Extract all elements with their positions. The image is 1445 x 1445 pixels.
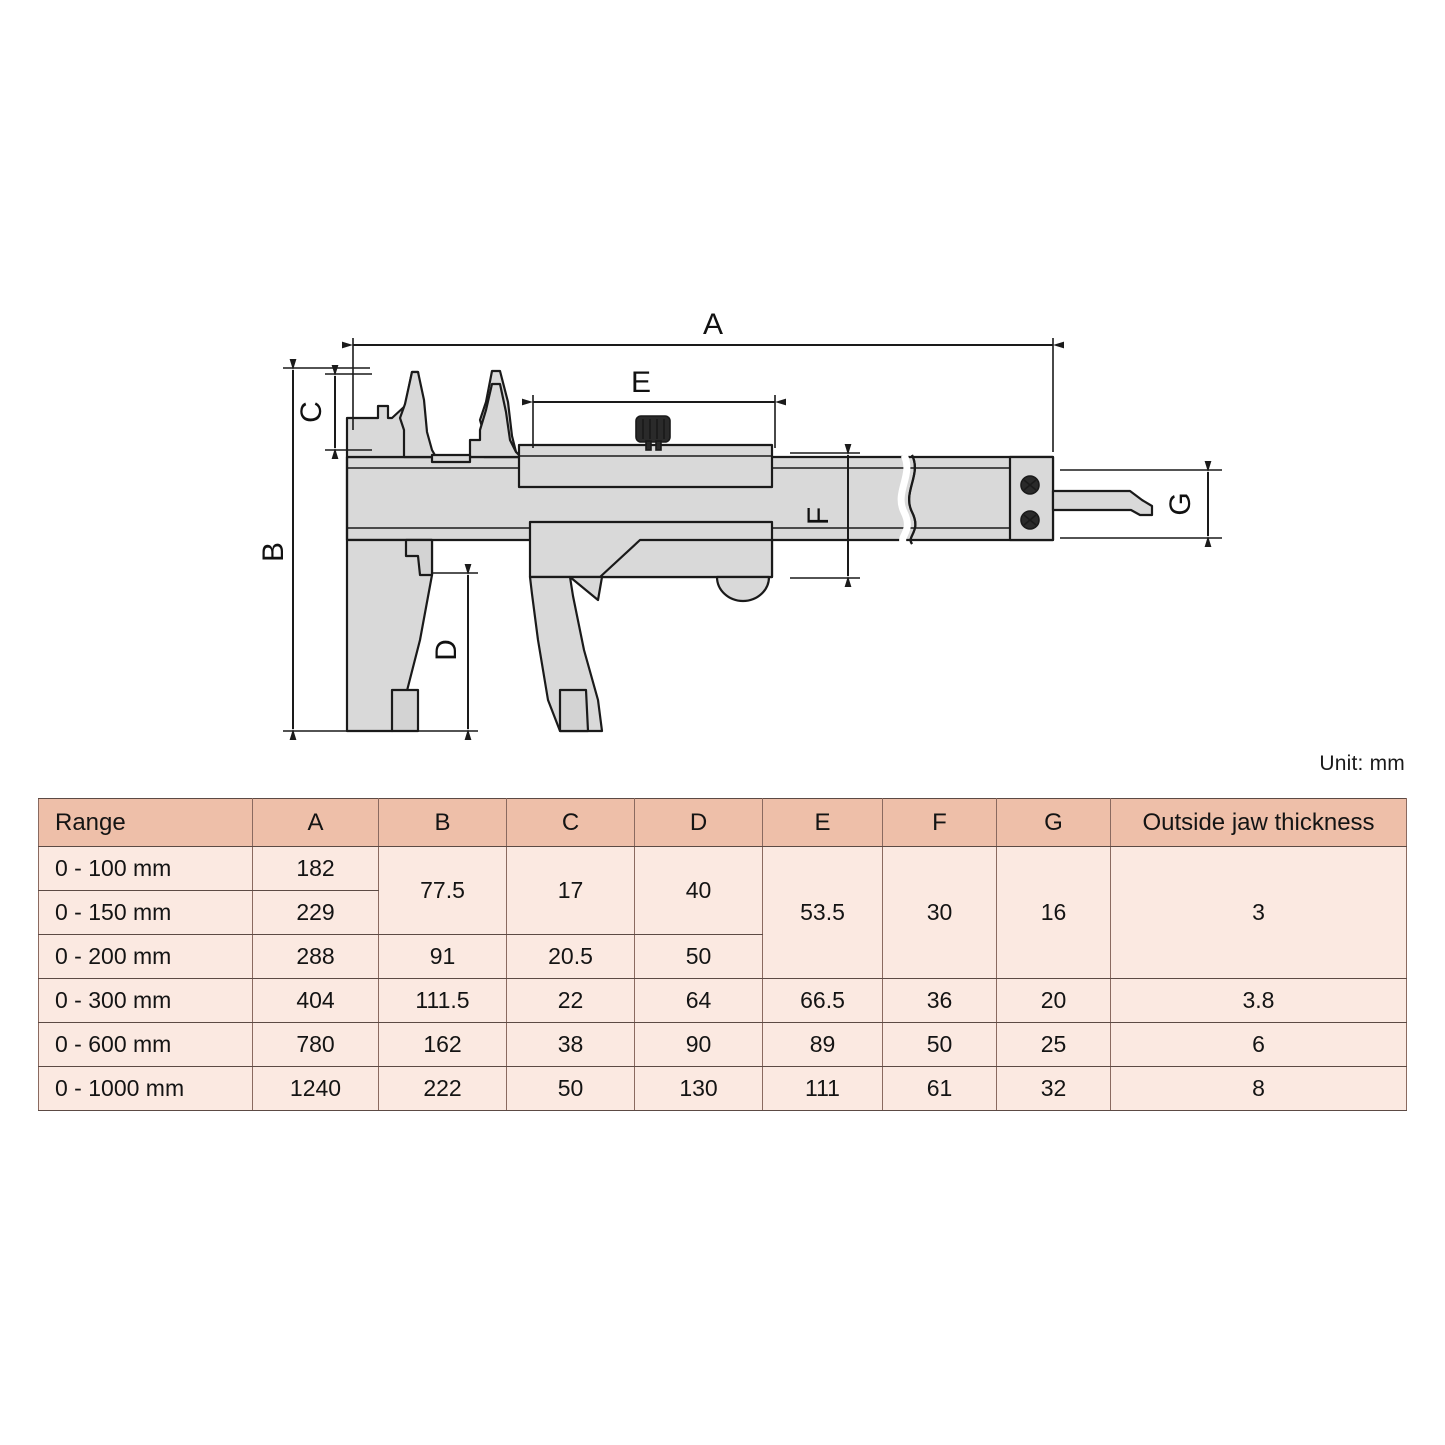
cell-f: 61	[882, 1066, 997, 1111]
cell-g: 32	[996, 1066, 1111, 1111]
sliding-jaw-tip	[558, 688, 590, 733]
cell-c: 17	[506, 846, 635, 935]
cell-range: 0 - 200 mm	[38, 934, 253, 979]
column-header-thickness: Outside jaw thickness	[1110, 798, 1407, 847]
cell-a: 404	[252, 978, 379, 1023]
cell-d: 64	[634, 978, 763, 1023]
column-header-f: F	[882, 798, 997, 847]
cell-c: 50	[506, 1066, 635, 1111]
cell-f: 50	[882, 1022, 997, 1067]
column-header-c: C	[506, 798, 635, 847]
cell-a: 1240	[252, 1066, 379, 1111]
cell-d: 130	[634, 1066, 763, 1111]
cell-range: 0 - 100 mm	[38, 846, 253, 891]
table-header-row: Range A B C D E F G Outside jaw thicknes…	[38, 798, 1407, 847]
cell-thickness: 8	[1110, 1066, 1407, 1111]
table-row: 0 - 1000 mm 1240 222 50 130 111 61 32 8	[38, 1066, 1407, 1111]
dimension-annotations: A B C D E F G	[257, 308, 1222, 740]
cell-f: 36	[882, 978, 997, 1023]
column-header-a: A	[252, 798, 379, 847]
fixed-jaw-tip	[390, 688, 420, 733]
table-row: 0 - 600 mm 780 162 38 90 89 50 25 6	[38, 1022, 1407, 1067]
column-header-e: E	[762, 798, 883, 847]
slider-step	[430, 453, 472, 464]
spec-table-container: Range A B C D E F G Outside jaw thicknes…	[38, 798, 1407, 1111]
cell-b: 111.5	[378, 978, 507, 1023]
fixed-upper-knife-edge	[398, 370, 438, 459]
cell-range: 0 - 1000 mm	[38, 1066, 253, 1111]
thumb-rest-round	[715, 575, 771, 603]
cell-c: 20.5	[506, 934, 635, 979]
caliper-body-group	[345, 369, 1154, 733]
dim-label-D: D	[430, 639, 463, 661]
cell-c: 38	[506, 1022, 635, 1067]
cell-g: 25	[996, 1022, 1111, 1067]
cell-d: 40	[634, 846, 763, 935]
thumb-wheel-knob	[635, 415, 671, 451]
dim-label-B: B	[257, 542, 290, 562]
dim-label-F: F	[802, 507, 835, 525]
unit-note: Unit: mm	[1319, 752, 1405, 775]
cell-b: 77.5	[378, 846, 507, 935]
vernier-slider-plate	[517, 443, 774, 489]
cell-a: 288	[252, 934, 379, 979]
table-row: 0 - 200 mm 288 91 20.5 50	[38, 934, 1407, 979]
cell-g: 16	[996, 846, 1111, 979]
dim-label-C: C	[295, 401, 328, 423]
cell-a: 229	[252, 890, 379, 935]
dim-label-G: G	[1164, 492, 1197, 515]
cell-range: 0 - 300 mm	[38, 978, 253, 1023]
cell-thickness: 3	[1110, 846, 1407, 979]
column-header-range: Range	[38, 798, 253, 847]
column-header-b: B	[378, 798, 507, 847]
column-header-g: G	[996, 798, 1111, 847]
dimension-spec-table: Range A B C D E F G Outside jaw thicknes…	[38, 798, 1407, 1111]
sliding-jaw-slope	[568, 538, 774, 602]
fixed-jaw-notch-top	[404, 538, 434, 577]
sliding-jaw-upper-neck	[468, 382, 523, 459]
dim-label-A: A	[703, 308, 723, 341]
dim-label-E: E	[631, 366, 651, 399]
table-row: 0 - 150 mm 229	[38, 890, 1407, 935]
cell-range: 0 - 150 mm	[38, 890, 253, 935]
cell-g: 20	[996, 978, 1111, 1023]
cell-thickness: 6	[1110, 1022, 1407, 1067]
cell-b: 162	[378, 1022, 507, 1067]
depth-measuring-rod	[1051, 489, 1154, 517]
cell-thickness: 3.8	[1110, 978, 1407, 1023]
table-row: 0 - 300 mm 404 111.5 22 64 66.5 36 20 3.…	[38, 978, 1407, 1023]
cell-d: 50	[634, 934, 763, 979]
cell-c: 22	[506, 978, 635, 1023]
table-row: 0 - 100 mm 182 77.5 17 40 53.5 30 16 3	[38, 846, 1407, 979]
cell-e: 111	[762, 1066, 883, 1111]
caliper-diagram: .body { fill:#d9d9d9; stroke:#1a1a1a; st…	[257, 308, 1222, 740]
cell-a: 182	[252, 846, 379, 891]
cell-d: 90	[634, 1022, 763, 1067]
cell-e: 53.5	[762, 846, 883, 979]
cell-range: 0 - 600 mm	[38, 1022, 253, 1067]
cell-f: 30	[882, 846, 997, 979]
cell-e: 89	[762, 1022, 883, 1067]
cell-e: 66.5	[762, 978, 883, 1023]
cell-a: 780	[252, 1022, 379, 1067]
cell-b: 91	[378, 934, 507, 979]
column-header-d: D	[634, 798, 763, 847]
caliper-drawing-svg: .body { fill:#d9d9d9; stroke:#1a1a1a; st…	[257, 308, 1222, 740]
cell-b: 222	[378, 1066, 507, 1111]
